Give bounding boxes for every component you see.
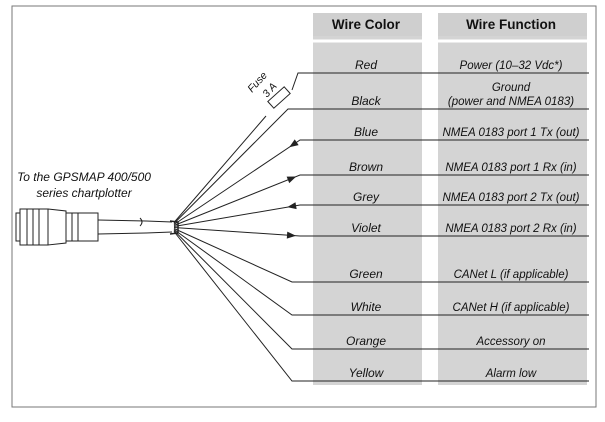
wire-function-header-bg [438, 13, 587, 36]
wire-color-header: Wire Color [332, 17, 401, 32]
connector-label-line2: series chartplotter [36, 186, 132, 200]
wire-color-label: Red [355, 58, 377, 72]
wire-color-label: Yellow [349, 366, 385, 380]
cable [97, 217, 173, 235]
wire-function-label: NMEA 0183 port 2 Rx (in) [445, 223, 576, 235]
wire-black: Black Ground (power and NMEA 0183) [173, 82, 589, 224]
wire-orange: Orange Accessory on [173, 230, 589, 350]
wire-function-label: NMEA 0183 port 2 Tx (out) [443, 192, 580, 204]
connector [15, 208, 99, 246]
wire-white: White CANet H (if applicable) [173, 229, 589, 316]
wire-violet: Violet NMEA 0183 port 2 Rx (in) [173, 221, 589, 239]
wire-color-label: Grey [353, 190, 380, 204]
wire-function-label: Accessory on [475, 336, 545, 348]
wire-color-label: Green [349, 267, 383, 281]
wire-bundle [169, 220, 179, 235]
wire-function-label: NMEA 0183 port 1 Tx (out) [443, 127, 580, 139]
wire-grey: Grey NMEA 0183 port 2 Tx (out) [173, 190, 589, 227]
wire-color-label: Violet [351, 221, 381, 235]
wire-function-label: CANet L (if applicable) [454, 269, 569, 281]
wire-function-label: NMEA 0183 port 1 Rx (in) [445, 162, 576, 174]
wire-red: Red Power (10–32 Vdc*) [173, 58, 589, 223]
wire-function-column [438, 13, 587, 385]
wire-blue: Blue NMEA 0183 port 1 Tx (out) [173, 125, 589, 225]
wire-color-label: Brown [349, 160, 383, 174]
wire-function-label: Power (10–32 Vdc*) [460, 60, 563, 72]
wire-function-label: Alarm low [485, 368, 537, 380]
signal-arrow-icon [286, 176, 297, 184]
wire-color-label: Orange [346, 334, 386, 348]
wire-color-label: Black [351, 94, 381, 108]
wire-function-label: CANet H (if applicable) [453, 302, 570, 314]
wires: Red Power (10–32 Vdc*) Black Ground (power a… [169, 58, 589, 382]
wire-color-label: Blue [354, 125, 378, 139]
signal-arrow-icon [289, 139, 299, 148]
signal-arrow-icon [287, 202, 297, 210]
wire-function-label: (power and NMEA 0183) [448, 96, 574, 108]
wire-function-label: Ground [492, 82, 531, 94]
wire-yellow: Yellow Alarm low [173, 231, 589, 382]
wire-color-column [313, 13, 422, 385]
connector-label-line1: To the GPSMAP 400/500 [17, 170, 151, 184]
wire-function-header: Wire Function [466, 17, 556, 32]
wire-green: Green CANet L (if applicable) [173, 228, 589, 283]
wire-color-label: White [351, 300, 382, 314]
wire-color-header-bg [313, 13, 422, 36]
signal-arrow-icon [286, 231, 297, 239]
wire-brown: Brown NMEA 0183 port 1 Rx (in) [173, 160, 589, 226]
